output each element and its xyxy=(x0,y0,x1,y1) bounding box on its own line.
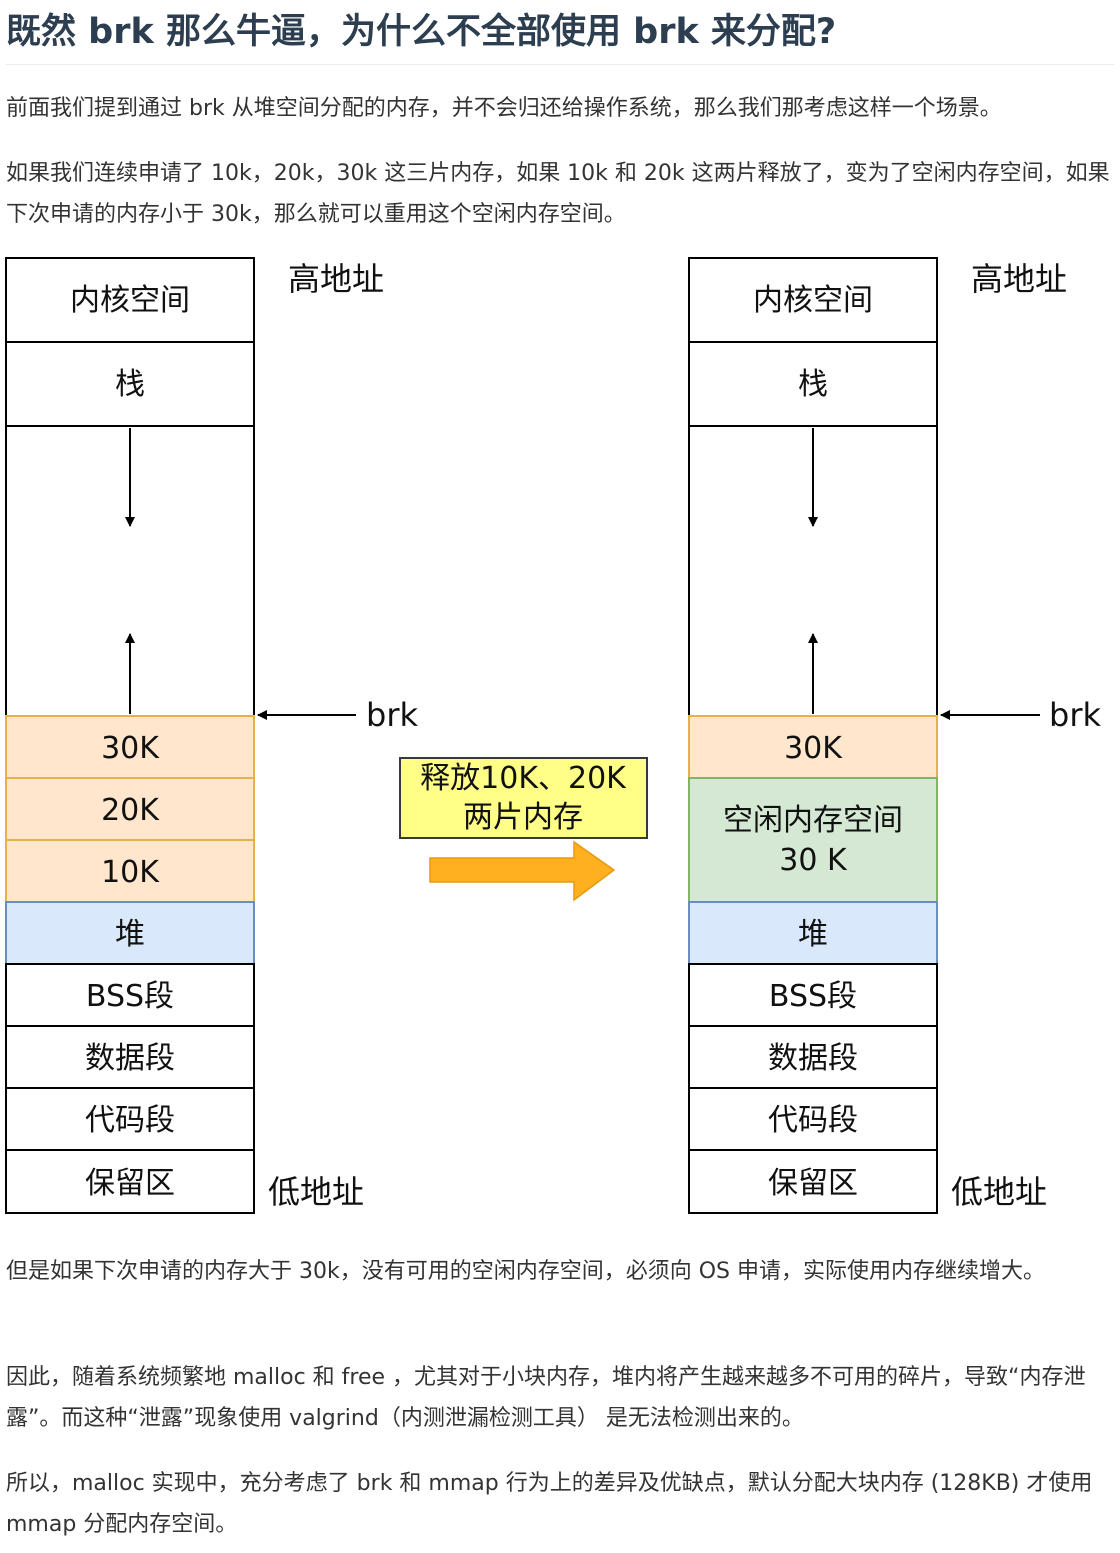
release-note-box xyxy=(399,757,648,839)
right-bss-block xyxy=(688,963,938,1027)
right-reserved-block xyxy=(688,1149,938,1214)
left-30k-label: 30K xyxy=(101,731,160,766)
left-kernel-label: 内核空间 xyxy=(70,283,190,318)
right-low-address-label: 低地址 xyxy=(951,1173,1047,1211)
right-free-space-line1: 空闲内存空间 xyxy=(723,803,903,838)
right-data-label: 数据段 xyxy=(768,1041,858,1076)
right-high-address-label: 高地址 xyxy=(971,260,1067,298)
left-memory-column: 内核空间 栈 30K 20K 10K 堆 BSS段 数据段 代码段 保留区 高地… xyxy=(5,257,418,1214)
paragraph-mmap: 所以，malloc 实现中，充分考虑了 brk 和 mmap 行为上的差异及优缺… xyxy=(6,1471,1093,1537)
right-bss-label: BSS段 xyxy=(769,979,857,1014)
memory-layout-diagram: 内核空间 栈 30K 20K 10K 堆 BSS段 数据段 代码段 保留区 高地… xyxy=(5,257,1101,1214)
left-bss-block xyxy=(5,963,255,1027)
right-heap-block xyxy=(688,901,938,965)
right-reserved-label: 保留区 xyxy=(768,1166,858,1201)
left-10k-label: 10K xyxy=(101,855,160,890)
left-stack-label: 栈 xyxy=(115,367,145,402)
left-bss-label: BSS段 xyxy=(86,979,174,1014)
right-stack-label: 栈 xyxy=(798,367,828,402)
left-20k-label: 20K xyxy=(101,793,160,828)
paragraph-scenario: 如果我们连续申请了 10k，20k，30k 这三片内存，如果 10k 和 20k… xyxy=(6,161,1110,227)
left-data-label: 数据段 xyxy=(85,1041,175,1076)
right-free-space-line2: 30 K xyxy=(779,843,848,878)
left-kernel-block xyxy=(5,257,255,343)
right-brk-label: brk xyxy=(1049,696,1101,734)
left-high-address-label: 高地址 xyxy=(288,260,384,298)
left-reserved-label: 保留区 xyxy=(85,1166,175,1201)
left-stack-block xyxy=(5,341,255,427)
right-kernel-block xyxy=(688,257,938,343)
left-code-label: 代码段 xyxy=(85,1103,175,1138)
release-transition: 释放10K、20K 两片内存 xyxy=(399,757,648,902)
left-low-address-label: 低地址 xyxy=(268,1173,364,1211)
right-memory-column: 内核空间 栈 30K 空闲内存空间 30 K 堆 BSS段 数据段 代码段 保留… xyxy=(688,257,1101,1214)
release-note-line2: 两片内存 xyxy=(463,800,583,835)
left-reserved-block xyxy=(5,1149,255,1214)
right-code-block xyxy=(688,1087,938,1151)
page-title: 既然 brk 那么牛逼，为什么不全部使用 brk 来分配? xyxy=(6,12,837,52)
right-code-label: 代码段 xyxy=(768,1103,858,1138)
right-stack-block xyxy=(688,341,938,427)
right-arrow-icon xyxy=(429,840,616,902)
paragraph-fragmentation: 因此，随着系统频繁地 malloc 和 free ，尤其对于小块内存，堆内将产生… xyxy=(6,1365,1086,1431)
right-kernel-label: 内核空间 xyxy=(753,283,873,318)
release-note-line1: 释放10K、20K xyxy=(420,761,627,796)
right-30k-label: 30K xyxy=(784,731,843,766)
right-free-space-block xyxy=(688,777,938,903)
paragraph-intro: 前面我们提到通过 brk 从堆空间分配的内存，并不会归还给操作系统，那么我们那考… xyxy=(6,96,1002,121)
left-brk-label: brk xyxy=(366,696,418,734)
paragraph-larger-request: 但是如果下次申请的内存大于 30k，没有可用的空闲内存空间，必须向 OS 申请，… xyxy=(6,1259,1045,1284)
right-heap-label: 堆 xyxy=(798,917,828,952)
left-code-block xyxy=(5,1087,255,1151)
title-divider xyxy=(6,64,1114,65)
left-10k-block xyxy=(5,839,255,903)
right-data-block xyxy=(688,1025,938,1089)
right-30k-block xyxy=(688,715,938,779)
left-heap-label: 堆 xyxy=(115,917,145,952)
left-30k-block xyxy=(5,715,255,779)
